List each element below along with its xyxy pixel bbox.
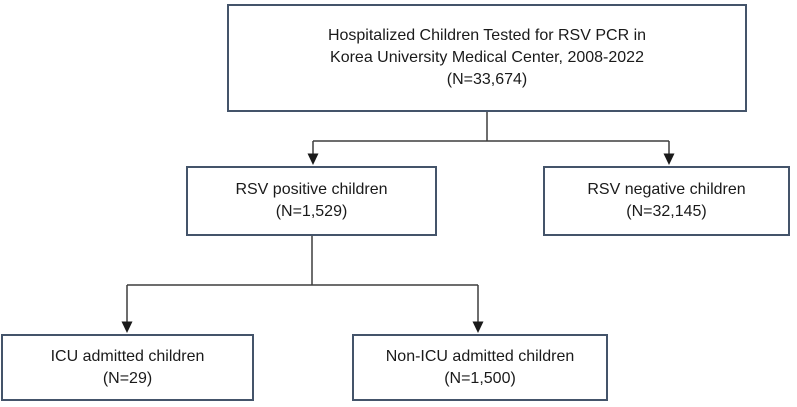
- node-total-tested: Hospitalized Children Tested for RSV PCR…: [227, 4, 747, 112]
- node-non-icu-count: (N=1,500): [444, 369, 516, 387]
- node-icu-count: (N=29): [102, 369, 153, 387]
- node-icu-label: ICU admitted children: [50, 347, 205, 365]
- arrowhead-icu: [121, 321, 133, 333]
- node-non-icu-admitted: Non-ICU admitted children (N=1,500): [352, 334, 608, 401]
- node-rsv-positive-label: RSV positive children: [235, 181, 388, 198]
- node-total-line1: Hospitalized Children Tested for RSV PCR…: [327, 27, 647, 44]
- node-total-count: (N=33,674): [446, 71, 528, 88]
- node-rsv-negative: RSV negative children (N=32,145): [543, 166, 790, 236]
- arrowhead-rsv-negative: [663, 153, 675, 165]
- node-rsv-negative-count: (N=32,145): [626, 203, 707, 220]
- node-icu-admitted: ICU admitted children (N=29): [1, 334, 254, 401]
- node-rsv-negative-label: RSV negative children: [587, 181, 746, 198]
- arrowhead-non-icu: [472, 321, 484, 333]
- node-total-line2: Korea University Medical Center, 2008-20…: [330, 49, 644, 66]
- node-non-icu-label: Non-ICU admitted children: [385, 347, 575, 365]
- node-rsv-positive: RSV positive children (N=1,529): [186, 166, 437, 236]
- node-rsv-positive-count: (N=1,529): [275, 203, 348, 220]
- arrowhead-rsv-positive: [307, 153, 319, 165]
